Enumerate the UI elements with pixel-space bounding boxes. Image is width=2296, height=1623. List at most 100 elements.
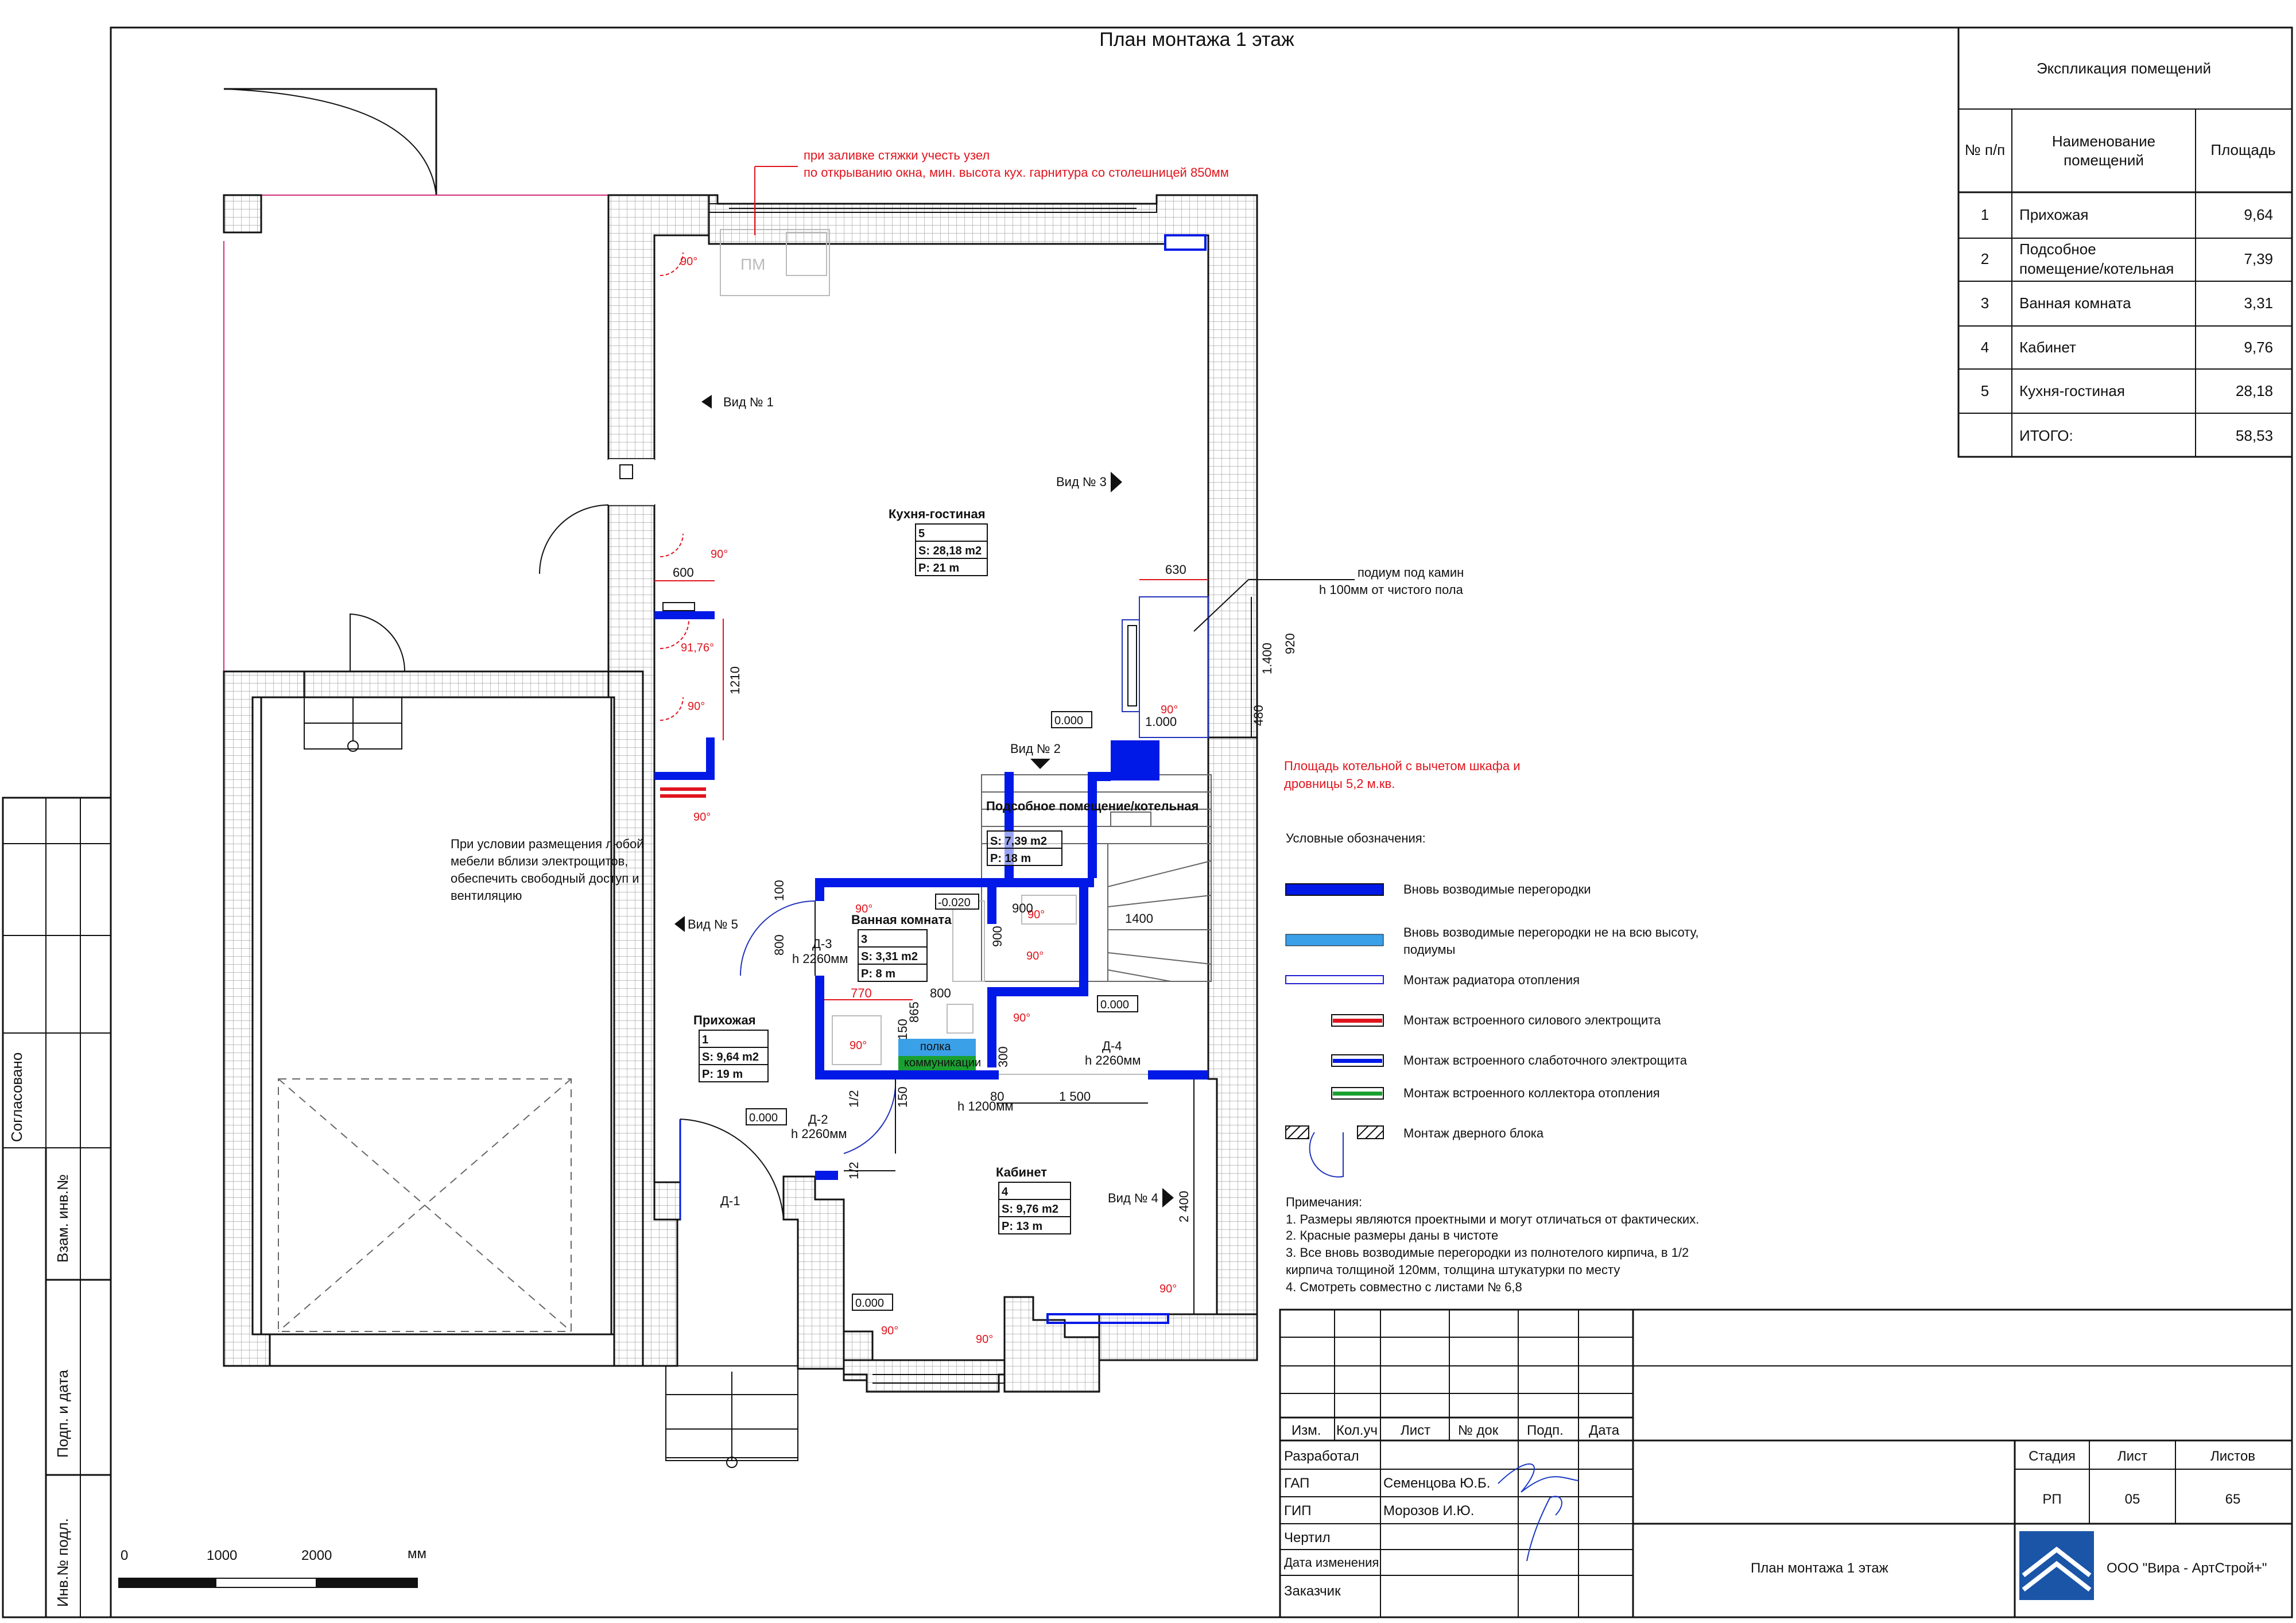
view-5-label: Вид № 5 [688, 917, 738, 931]
svg-text:90°: 90° [693, 811, 711, 824]
svg-text:480: 480 [1251, 705, 1266, 726]
svg-text:Подп.: Подп. [1527, 1423, 1564, 1438]
svg-text:S: 28,18 m2: S: 28,18 m2 [918, 545, 982, 557]
svg-text:900: 900 [1012, 901, 1033, 915]
svg-text:Разработал: Разработал [1284, 1449, 1359, 1464]
dimensions: 600 1210 630 1.400 920 480 1.000 900 140… [654, 562, 1297, 1314]
svg-text:900: 900 [990, 926, 1004, 947]
side-sign-date: Подп. и дата [54, 1369, 71, 1458]
svg-text:1400: 1400 [1125, 911, 1153, 926]
view-4-arrow-icon [1162, 1188, 1174, 1207]
svg-text:S: 9,64 m2: S: 9,64 m2 [702, 1051, 759, 1063]
svg-text:помещение/котельная: помещение/котельная [2019, 260, 2174, 277]
svg-text:90°: 90° [1027, 908, 1045, 921]
svg-text:Листов: Листов [2210, 1449, 2255, 1464]
svg-text:P: 13 m: P: 13 m [1002, 1220, 1042, 1233]
svg-text:4. Смотреть совместно с листам: 4. Смотреть совместно с листами № 6,8 [1286, 1280, 1522, 1294]
view-5-arrow-icon [674, 916, 685, 932]
power-panel-2 [660, 794, 706, 798]
svg-text:h 2260мм: h 2260мм [792, 952, 848, 966]
svg-text:28,18: 28,18 [2236, 382, 2273, 399]
svg-text:91,76°: 91,76° [681, 642, 714, 654]
svg-text:ИТОГО:: ИТОГО: [2019, 427, 2073, 444]
svg-text:300: 300 [996, 1046, 1010, 1067]
svg-text:P: 18 m: P: 18 m [990, 852, 1031, 865]
svg-text:Дата изменения: Дата изменения [1284, 1555, 1379, 1570]
svg-text:3. Все вновь возводимые перего: 3. Все вновь возводимые перегородки из п… [1286, 1245, 1689, 1260]
svg-text:Стадия: Стадия [2029, 1449, 2076, 1464]
svg-text:1 500: 1 500 [1059, 1089, 1091, 1104]
side-agreed: Согласовано [8, 1053, 25, 1142]
svg-text:Кухня-гостиная: Кухня-гостиная [2019, 382, 2125, 399]
svg-text:Наименование: Наименование [2052, 133, 2155, 150]
podium-note-2: h 100мм от чистого пола [1319, 583, 1464, 597]
svg-text:90°: 90° [976, 1333, 993, 1346]
garage-walls [223, 194, 644, 1367]
entry-steps [665, 1365, 798, 1468]
svg-text:1210: 1210 [728, 666, 742, 694]
svg-text:920: 920 [1283, 633, 1297, 654]
svg-text:Монтаж встроенного коллектора: Монтаж встроенного коллектора отопления [1403, 1086, 1660, 1100]
svg-text:58,53: 58,53 [2236, 427, 2273, 444]
svg-text:0.000: 0.000 [1054, 715, 1083, 727]
svg-text:Изм.: Изм. [1292, 1423, 1321, 1438]
sink-label: ПМ [740, 255, 765, 273]
view-2-label: Вид № 2 [1010, 741, 1061, 756]
svg-text:100: 100 [772, 880, 786, 901]
svg-text:2. Красные размеры даны в чист: 2. Красные размеры даны в чистоте [1286, 1228, 1498, 1243]
room-office: Кабинет 4 S: 9,76 m2 P: 13 m [996, 1165, 1071, 1234]
room-hall: Прихожая 1 S: 9,64 m2 P: 19 m [693, 1013, 769, 1082]
svg-text:90°: 90° [1159, 1283, 1177, 1295]
svg-text:Монтаж радиатора отопления: Монтаж радиатора отопления [1403, 973, 1580, 987]
svg-text:90°: 90° [1161, 704, 1178, 716]
svg-text:80: 80 [990, 1089, 1004, 1104]
svg-text:Ванная комната: Ванная комната [851, 913, 952, 927]
svg-text:Площадь: Площадь [2210, 141, 2275, 158]
svg-text:1.000: 1.000 [1145, 715, 1177, 729]
svg-text:3: 3 [1981, 294, 1989, 312]
svg-text:90°: 90° [850, 1039, 867, 1052]
svg-text:1.400: 1.400 [1260, 643, 1274, 674]
bath-fixtures [832, 895, 1077, 1065]
view-1-arrow-icon [701, 395, 712, 409]
svg-text:Ванная комната: Ванная комната [2019, 294, 2131, 312]
svg-text:Прихожая: Прихожая [693, 1013, 756, 1027]
svg-text:h 1200мм: h 1200мм [957, 1099, 1014, 1113]
svg-text:h 2260мм: h 2260мм [791, 1127, 847, 1141]
svg-text:90°: 90° [1026, 950, 1044, 962]
side-door [539, 459, 654, 574]
svg-text:9,76: 9,76 [2244, 339, 2273, 356]
svg-text:P: 8 m: P: 8 m [861, 968, 895, 980]
svg-text:Монтаж дверного блока: Монтаж дверного блока [1403, 1126, 1544, 1140]
svg-text:P: 19 m: P: 19 m [702, 1068, 743, 1081]
svg-text:2: 2 [1981, 250, 1989, 267]
svg-text:Лист: Лист [2117, 1449, 2147, 1464]
view-2-arrow-icon [1030, 759, 1050, 769]
legend: Условные обозначения: Вновь возводимые п… [1285, 831, 1698, 1178]
svg-text:150: 150 [895, 1019, 910, 1040]
svg-text:Монтаж встроенного слаботочног: Монтаж встроенного слаботочного электрощ… [1403, 1053, 1688, 1067]
svg-text:600: 600 [673, 565, 694, 580]
svg-text:5: 5 [1981, 382, 1989, 399]
svg-text:4: 4 [1002, 1186, 1009, 1198]
house-outer-walls [607, 194, 1258, 1393]
annotations: при заливке стяжки учесть узел по открыв… [451, 148, 1521, 903]
signature-gap [1498, 1463, 1579, 1493]
side-inv-orig: Инв.№ подл. [54, 1518, 71, 1607]
svg-text:65: 65 [2225, 1492, 2241, 1507]
svg-text:4: 4 [1981, 339, 1989, 356]
svg-text:Примечания:: Примечания: [1286, 1195, 1362, 1209]
svg-text:№ док: № док [1458, 1423, 1499, 1438]
svg-text:№ п/п: № п/п [1965, 141, 2006, 158]
room-utility: Подсобное помещение/котельная S: 7,39 m2… [986, 799, 1199, 866]
svg-text:Кухня-гостиная: Кухня-гостиная [889, 507, 986, 521]
svg-text:Д-4: Д-4 [1102, 1039, 1122, 1053]
interior-doors [740, 900, 1148, 1171]
niche-label-1: полка [920, 1040, 951, 1053]
svg-text:7,39: 7,39 [2244, 250, 2273, 267]
screed-note-2: по открыванию окна, мин. высота кух. гар… [804, 165, 1229, 180]
svg-text:-0.020: -0.020 [938, 896, 971, 909]
svg-text:Вновь возводимые перегородки: Вновь возводимые перегородки [1403, 882, 1591, 896]
boiler-note-1: Площадь котельной с вычетом шкафа и [1284, 759, 1521, 773]
